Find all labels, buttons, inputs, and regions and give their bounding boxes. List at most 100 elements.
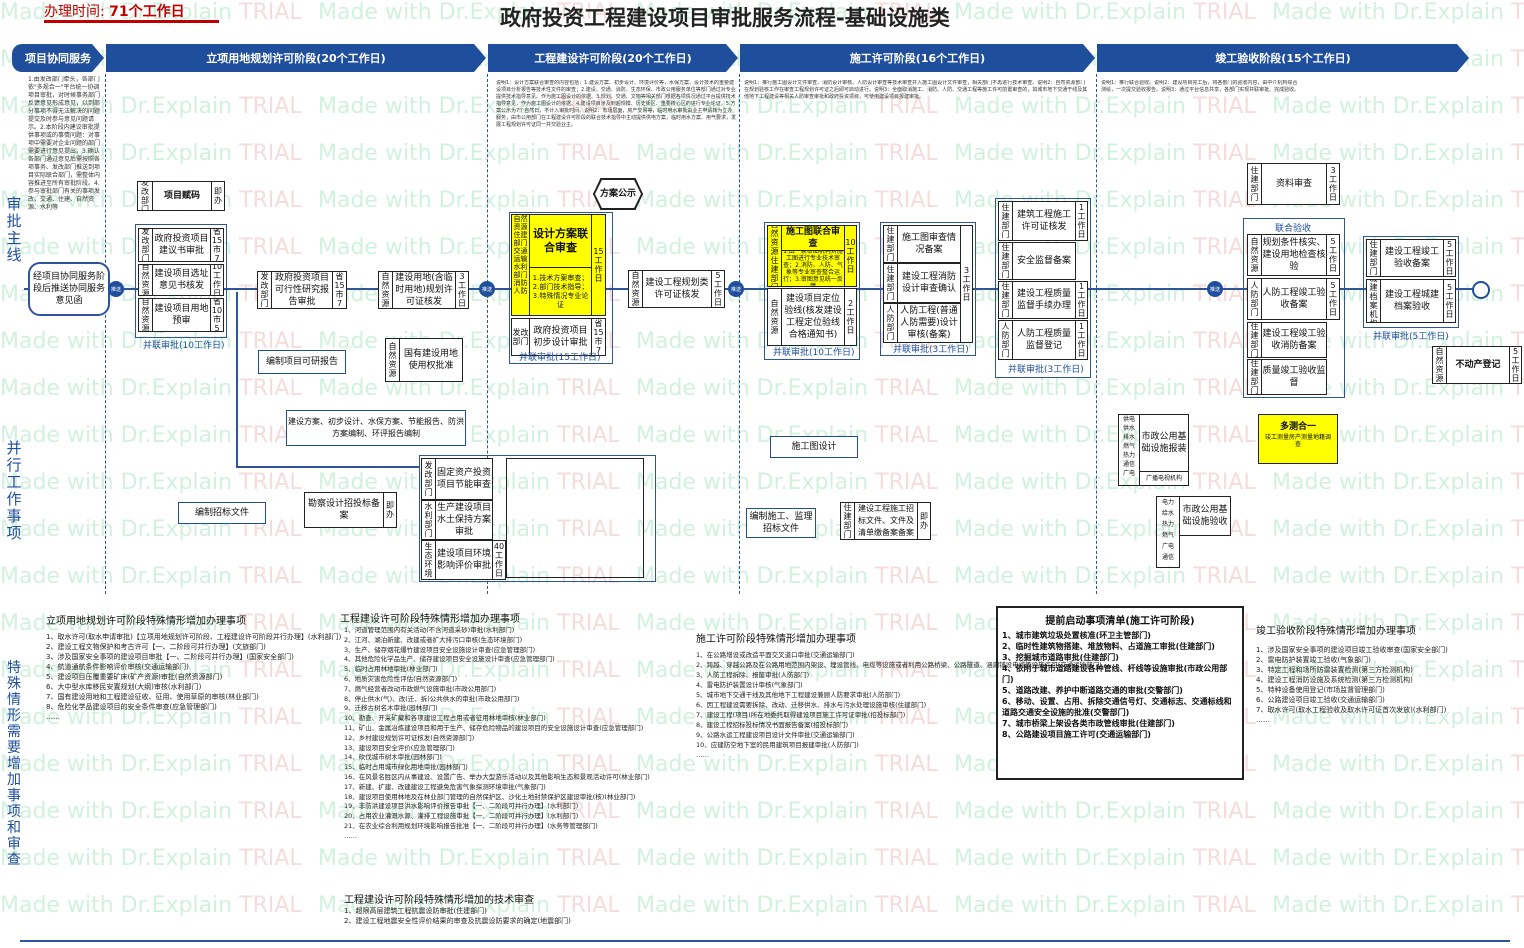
divider	[105, 74, 106, 594]
design-review-box[interactable]: 设计方案联合审查	[529, 214, 592, 268]
watermark: Made with Dr.Explain TRIAL	[318, 846, 620, 871]
soil-water-box[interactable]: 生产建设项目水土保持方案审批	[435, 500, 493, 540]
quality-acceptance-box[interactable]: 质量竣工验收监督	[1261, 359, 1327, 395]
watermark: Made with Dr.Explain TRIAL	[636, 470, 938, 495]
fire-acceptance-box[interactable]: 建设工程竣工验收消防备案	[1261, 322, 1327, 358]
watermark: Made with Dr.Explain TRIAL	[1272, 0, 1524, 25]
quality-supervision-box[interactable]: 建设工程质量监督手续办理	[1012, 281, 1076, 319]
civil-defense-box[interactable]: 人防工程(普通人防需要)设计审核(备案)	[897, 303, 961, 343]
announce-box: 方案公示	[593, 178, 643, 210]
utility-report-sub: 广播电视机构	[1139, 471, 1189, 486]
drawing-review-group	[764, 222, 860, 360]
watermark: Made with Dr.Explain TRIAL	[1272, 799, 1524, 824]
dept-label: 住建部门	[1247, 322, 1262, 358]
dept-label: 城建档案机构	[1366, 279, 1381, 323]
fire-design-box[interactable]: 建设工程消防设计审查确认	[897, 263, 961, 303]
joint-label: 联合验收	[1275, 224, 1312, 234]
construction-bid-prep-box[interactable]: 编制施工、监理招标文件	[746, 508, 816, 538]
watermark: Made with Dr.Explain TRIAL	[0, 846, 302, 871]
days-label: 3工作日	[455, 271, 469, 309]
dept-label: 自然资源	[378, 271, 393, 309]
site-selection-box[interactable]: 建设项目选址意见书核发	[152, 264, 211, 296]
utility-acceptance-box[interactable]: 市政公用基础设施验收	[1179, 496, 1231, 536]
project-proposal-box[interactable]: 政府投资项目建议书审批	[152, 228, 211, 262]
dept-label: 自然资源	[1247, 234, 1262, 276]
construction-permit-box[interactable]: 建筑工程施工许可证核发	[1012, 201, 1076, 241]
design-review-note: 1.技术方案审查；2.部门技术指导；3.特殊情况专业论证	[529, 267, 592, 316]
landuse-permit-box[interactable]: 建设用地(含临时用地)规划许可证核发	[392, 271, 456, 309]
land-right-box[interactable]: 国有建设用地使用权批准	[399, 338, 463, 382]
property-registration-box[interactable]: 不动产登记	[1446, 346, 1510, 384]
dept-label: 住建部门	[998, 201, 1013, 241]
archives-box[interactable]: 建设工程城建档案验收	[1380, 279, 1444, 323]
group-label: 并联审批(3工作日)	[1008, 365, 1084, 375]
project-code-box[interactable]: 项目赋码	[152, 181, 212, 211]
watermark: Made with Dr.Explain TRIAL	[636, 846, 938, 871]
design-prep-box[interactable]: 建设方案、初步设计、水保方案、节能报告、防洪方案编制、环评报告编制	[286, 410, 466, 446]
days-label: 省15市7	[210, 228, 224, 262]
startup-title: 提前启动事项清单(施工许可阶段)	[1045, 616, 1195, 627]
watermark: Made with Dr.Explain TRIAL	[318, 376, 620, 401]
project-parallel-group	[135, 224, 227, 338]
watermark: Made with Dr.Explain TRIAL	[954, 423, 1256, 448]
construction-bid-box[interactable]: 建设工程施工招标文件、文件及清单缴备案备案	[854, 502, 918, 540]
tag-label: 即办	[917, 502, 931, 540]
design-depts: 自然资源住建部门交通运输水利部门消防人防	[511, 214, 530, 316]
phase-construction: 施工许可阶段(16个工作日)	[740, 44, 1095, 72]
plan-permit-box[interactable]: 建设工程规划类许可证核发	[642, 270, 712, 308]
parallel-review-notes-frame	[506, 458, 644, 578]
final-acceptance-group	[1363, 236, 1459, 328]
energy-review-box[interactable]: 固定资产投资项目节能审查	[435, 458, 493, 500]
planning-check-box[interactable]: 规划条件核实、建设用地检查核验	[1261, 234, 1327, 276]
watermark: Made with Dr.Explain TRIAL	[954, 893, 1256, 918]
watermark: Made with Dr.Explain TRIAL	[1272, 470, 1524, 495]
coop-opinion-box[interactable]: 经项目协同服务阶段后推送协同服务意见函	[28, 262, 110, 316]
engineering-notes: 说明1：设计方案联合审查的内容包括：1.建设方案、初步设计、环境评价等，水保方案…	[496, 80, 736, 128]
drawing-review-box[interactable]: 施工图联合审查	[781, 225, 845, 251]
feasibility-box[interactable]: 政府投资项目可行性研究报告审批	[271, 271, 333, 309]
days-label: 15工作日	[591, 214, 606, 316]
drawing-design-box[interactable]: 施工图设计	[770, 436, 858, 458]
bid-doc-box[interactable]: 编制招标文件	[178, 502, 266, 524]
dept-label: 住建部门	[840, 502, 855, 540]
location-check-box[interactable]: 建设项目定位验线(核发建设工程定位验线合格通知书)	[781, 288, 845, 346]
watermark: Made with Dr.Explain TRIAL	[954, 846, 1256, 871]
special-landuse-title: 立项用地规划许可阶段特殊情形增加办理事项	[46, 616, 246, 627]
civil-acceptance-box[interactable]: 人防工程竣工验收备案	[1261, 278, 1327, 320]
dept-label: 自然资源	[628, 270, 643, 308]
drawing-filing-box[interactable]: 施工图审查情况备案	[897, 225, 961, 263]
days-label: 5工作日	[1326, 234, 1340, 276]
special-acc-title: 竣工验收阶段特殊情形增加办理事项	[1256, 626, 1416, 637]
design-parallel-group	[509, 212, 613, 364]
watermark: Made with Dr.Explain TRIAL	[0, 752, 302, 777]
safety-filing-box[interactable]: 安全监督备案	[1012, 242, 1076, 280]
survey-bid-box[interactable]: 勘察设计招投标备案	[304, 492, 384, 528]
utility-report-box[interactable]: 市政公用基础设施报装	[1139, 414, 1189, 472]
startup-list-box: 提前启动事项清单(施工许可阶段) 1、城市建筑垃圾处置核准(环卫主管部门) 2、…	[996, 606, 1244, 780]
special-acc-list: 1、涉及国家安全事项的建设项目竣工验收审查(国家安全部门)2、雷电防护装置竣工验…	[1256, 646, 1448, 724]
land-predeclaration-box[interactable]: 建设项目用地预审	[152, 298, 211, 332]
days-label: 5工作日	[1326, 278, 1340, 320]
special-eng-list: 1、河道管理范围内有关活动(不含河道采砂)审批(水利部门)2、江河、湖泊新建、改…	[344, 626, 650, 840]
dept-label: 自然资源	[138, 298, 153, 332]
dept-label: 住建部门	[1247, 359, 1262, 395]
dept-label: 住建部门	[998, 242, 1013, 280]
civil-quality-box[interactable]: 人防工程质量监督登记	[1012, 320, 1076, 360]
acceptance-notes: 说明1：推行联合验收。说明2：建设项目完工后，将各部门的验收内容，由中介机构综合…	[1101, 80, 1300, 93]
days-label: 省15市7	[332, 271, 347, 309]
watermark: Made with Dr.Explain TRIAL	[636, 376, 938, 401]
records-review-box[interactable]: 资料审查	[1261, 163, 1327, 205]
watermark: Made with Dr.Explain TRIAL	[0, 423, 302, 448]
days-label: 3工作日	[960, 225, 973, 343]
dept-label: 发改部门	[137, 181, 153, 211]
feasibility-prep-box[interactable]: 编制项目可研报告	[258, 350, 346, 374]
group-label: 并联审批(10工作日)	[143, 341, 225, 351]
watermark: Made with Dr.Explain TRIAL	[636, 564, 938, 589]
parallel-line	[236, 292, 238, 468]
completion-filing-box[interactable]: 建设工程竣工验收备案	[1380, 239, 1444, 277]
dept-label: 自然资源	[385, 338, 400, 382]
days-label: 5工作日	[1443, 279, 1456, 323]
env-impact-box[interactable]: 建设项目环境影响评价审批	[435, 540, 493, 580]
multi-survey-box[interactable]: 多测合一 竣工测量房产测量地籍调查	[1258, 414, 1338, 464]
dept-label: 住建部门	[883, 225, 898, 263]
